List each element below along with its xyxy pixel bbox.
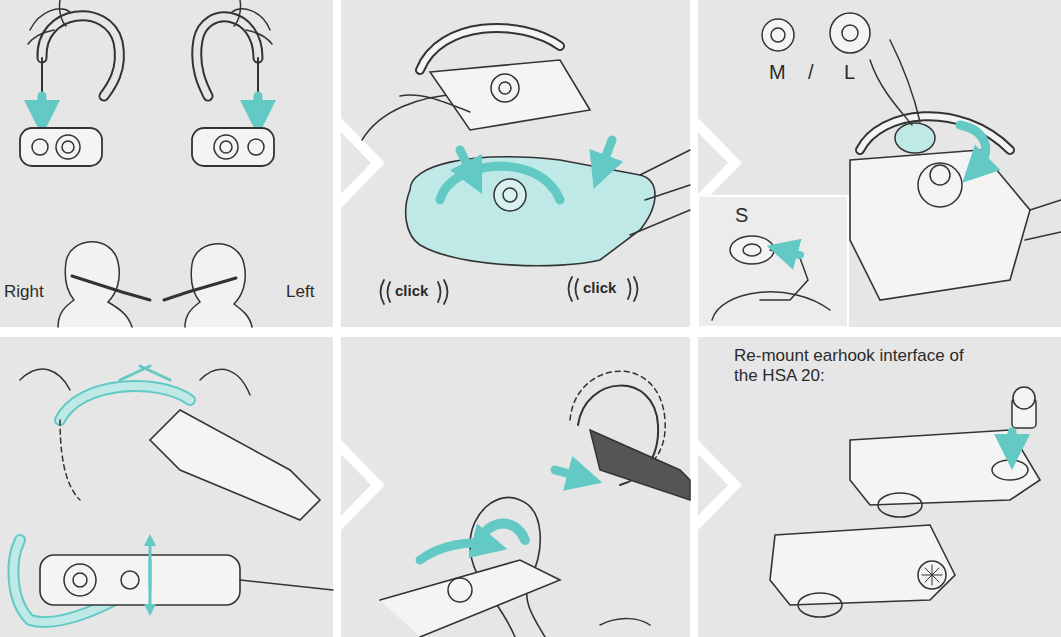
instruction-text: Re-mount earhook interface of the HSA 20… <box>734 346 984 387</box>
panel-four-art <box>13 366 333 622</box>
chevrons <box>336 120 735 528</box>
size-label: L <box>844 60 855 84</box>
panel-three-art <box>698 13 1061 327</box>
click-label: click <box>395 282 428 300</box>
side-label: Left <box>286 282 314 302</box>
panel-two-art <box>362 28 690 304</box>
side-label: Right <box>4 282 44 302</box>
panel-one-art <box>20 0 274 327</box>
size-label: M <box>769 60 786 84</box>
size-label: / <box>808 60 814 84</box>
panel-six-art <box>770 387 1040 617</box>
click-label: click <box>583 279 616 297</box>
size-label: S <box>735 203 748 227</box>
panel-five-art <box>380 371 690 637</box>
